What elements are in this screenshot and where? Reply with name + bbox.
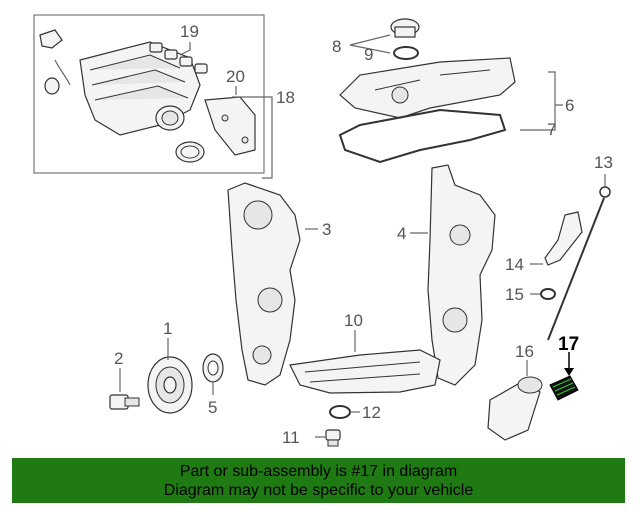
intake-manifold-inset-box (33, 14, 265, 174)
oil-pan (289, 349, 441, 394)
guide-o-ring (540, 288, 556, 300)
oil-dipstick (547, 186, 611, 341)
callout-13: 13 (594, 153, 613, 172)
callout-4: 4 (397, 224, 406, 243)
parts-diagram: 1 2 3 4 5 6 7 8 9 10 11 12 13 14 15 16 1… (33, 14, 613, 447)
valve-cover-gasket (338, 108, 507, 164)
intake-seal-ring (175, 141, 205, 163)
callout-6: 6 (565, 96, 574, 115)
leader-lines (119, 34, 606, 438)
drain-plug (325, 429, 341, 447)
filler-cap-gasket (393, 46, 419, 60)
callout-5: 5 (208, 398, 217, 417)
drain-plug-gasket (329, 405, 351, 419)
callout-3: 3 (322, 220, 331, 239)
callout-20: 20 (226, 67, 245, 86)
dipstick-guide (544, 211, 583, 266)
oil-filter-union[interactable] (549, 375, 579, 401)
callout-14: 14 (505, 255, 524, 274)
banner-line-2: Diagram may not be specific to your vehi… (163, 482, 474, 499)
callout-19: 19 (180, 22, 199, 41)
callout-8: 8 (332, 37, 341, 56)
crankshaft-seal (202, 353, 224, 383)
oil-filter (487, 376, 543, 441)
pulley-bolt (109, 394, 140, 410)
valve-cover (339, 57, 516, 119)
intake-gasket-set (149, 42, 208, 74)
callout-12: 12 (362, 403, 381, 422)
timing-cover (227, 182, 301, 386)
intake-manifold (79, 41, 201, 136)
intake-bracket (204, 96, 256, 156)
oil-filler-cap (390, 18, 420, 38)
part-17-arrow (564, 352, 574, 376)
callout-15: 15 (505, 285, 524, 304)
crankshaft-pulley (147, 356, 193, 414)
callout-10: 10 (344, 311, 363, 330)
callout-17: 17 (558, 334, 579, 355)
timing-chain-case (427, 164, 496, 386)
callout-2: 2 (114, 349, 123, 368)
callout-1: 1 (163, 319, 172, 338)
banner-line-1: Part or sub-assembly is #17 in diagram (179, 463, 458, 480)
callout-7: 7 (547, 120, 556, 139)
callout-16: 16 (515, 342, 534, 361)
fitment-banner: Part or sub-assembly is #17 in diagram D… (12, 458, 625, 503)
throttle-sensor (39, 29, 71, 95)
callout-11: 11 (282, 428, 300, 447)
callout-18: 18 (276, 88, 295, 107)
callout-9: 9 (364, 45, 373, 64)
